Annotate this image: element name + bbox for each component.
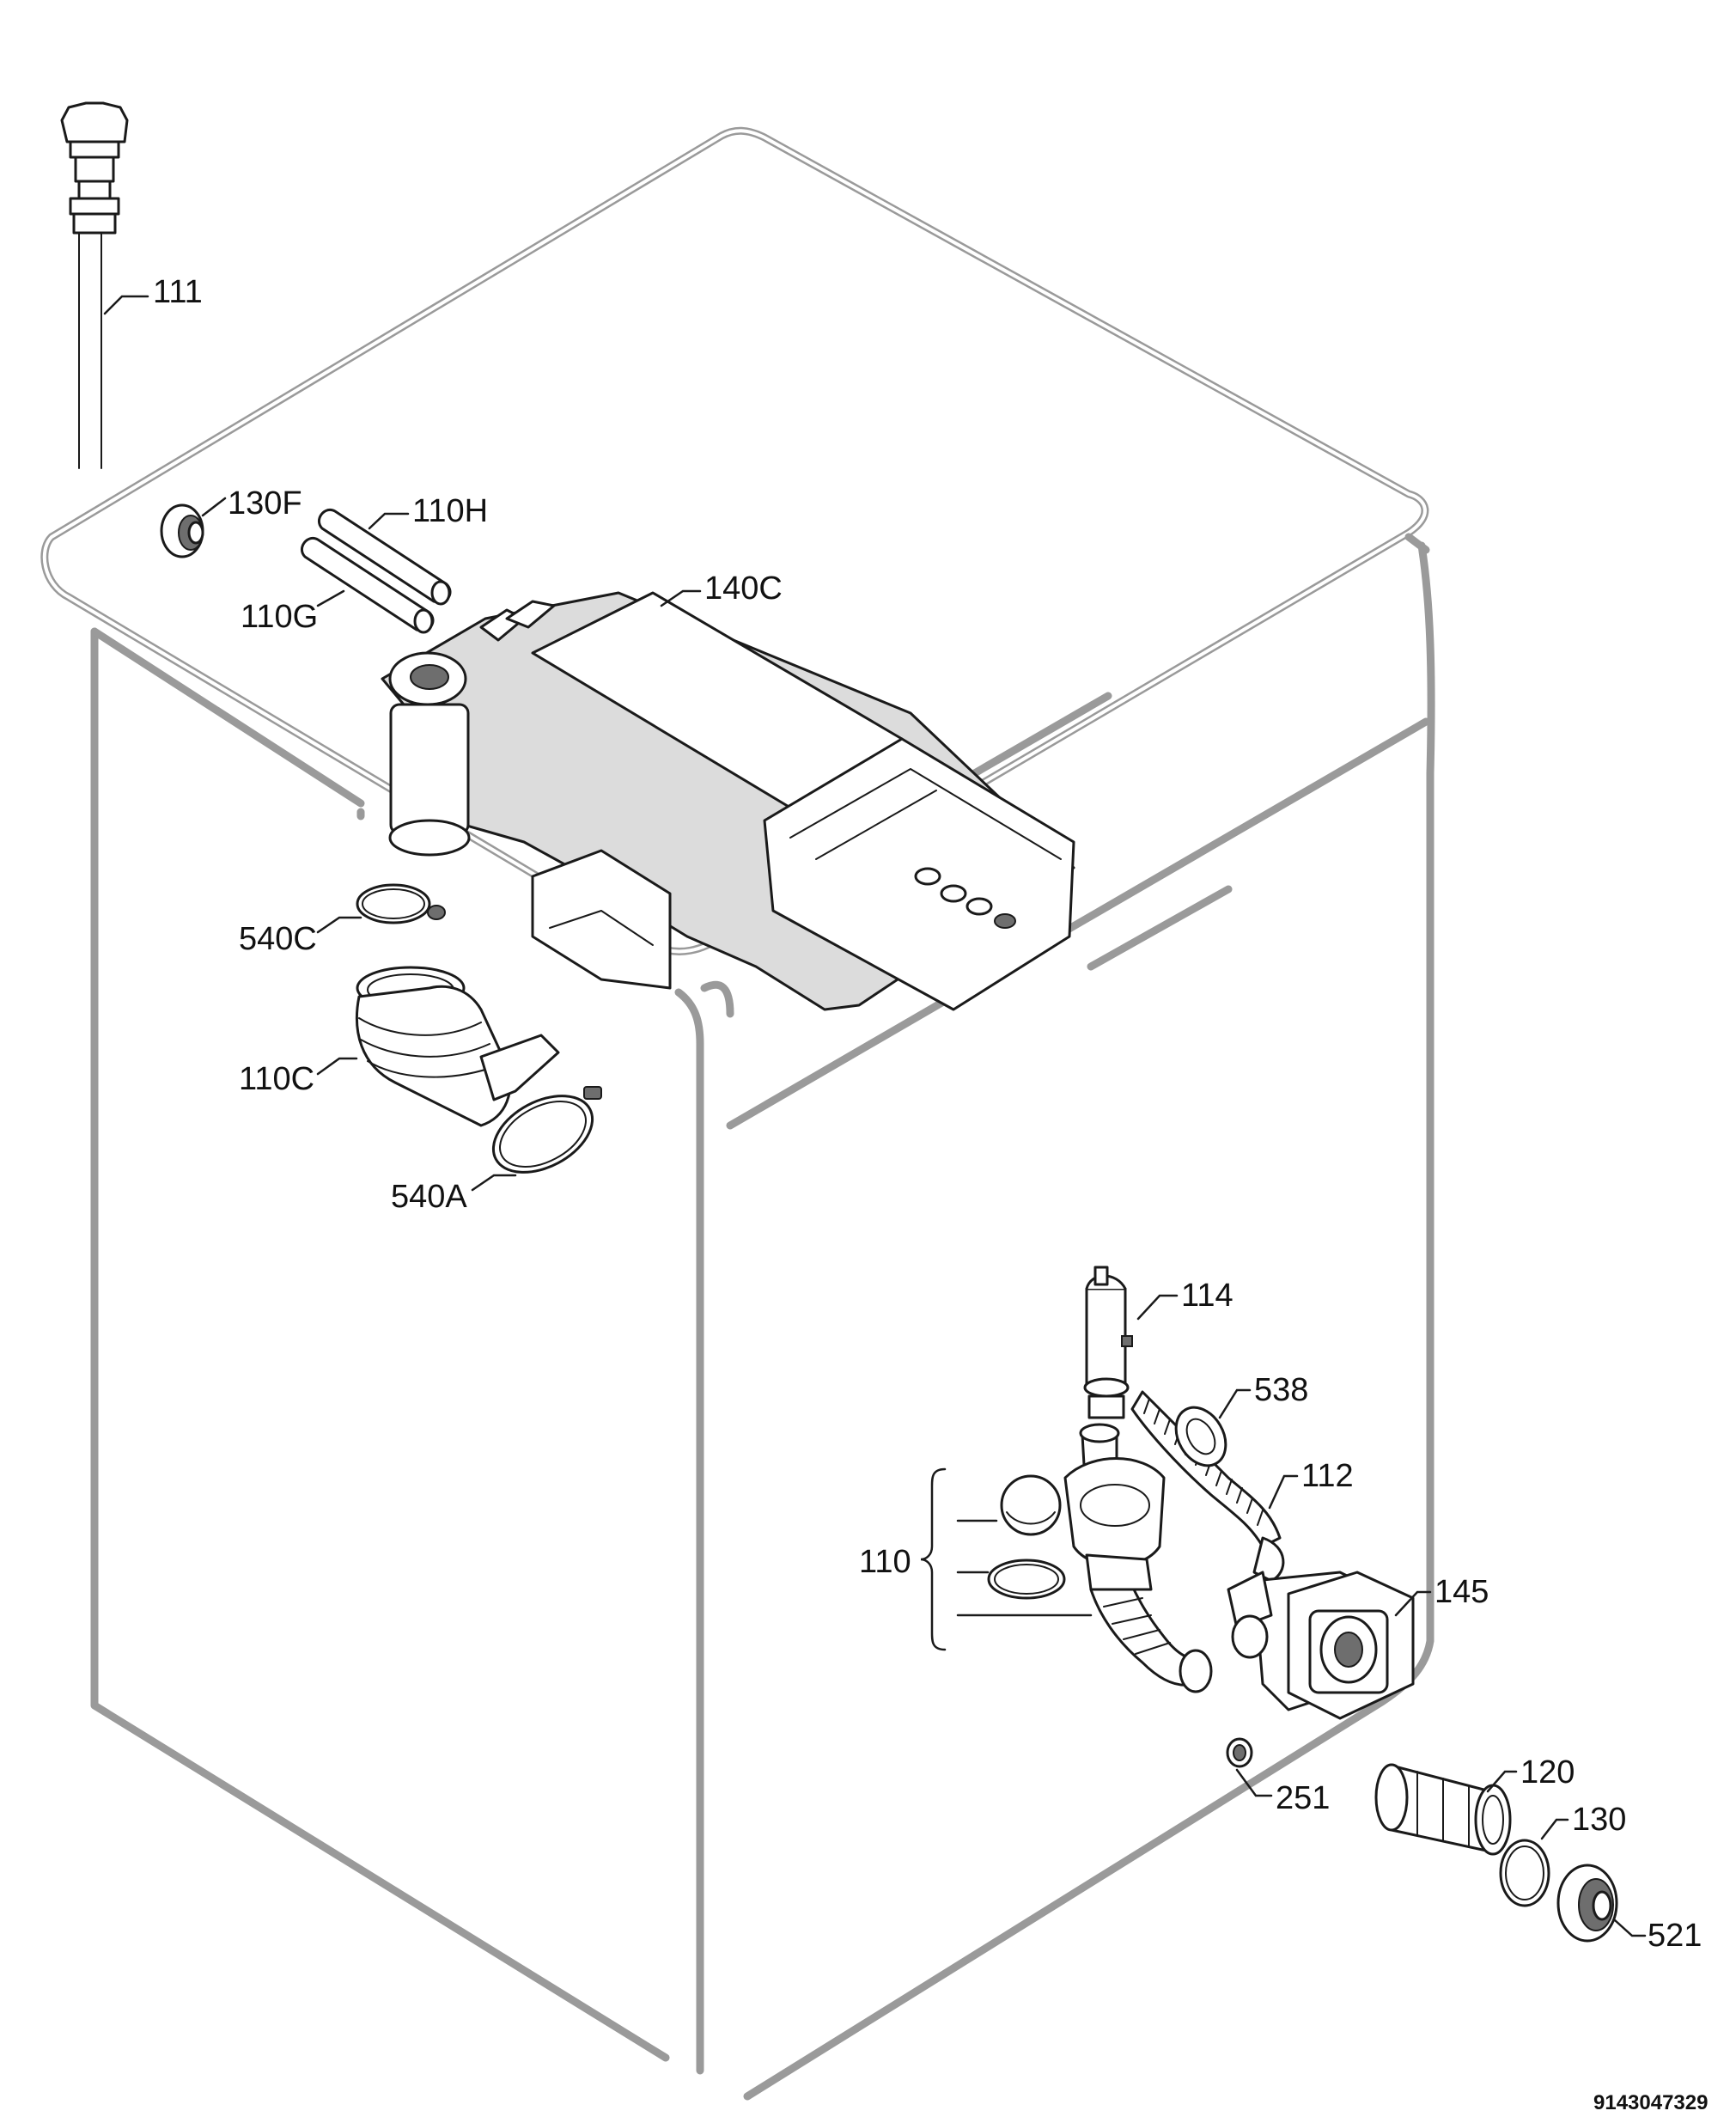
callout-112: 112 (1301, 1458, 1354, 1494)
part-130F-plug (160, 503, 204, 558)
callout-111: 111 (153, 274, 203, 310)
callout-110H: 110H (412, 493, 488, 529)
cabinet-outline (40, 126, 1435, 2101)
part-110C-bellows (356, 966, 560, 1127)
callout-145: 145 (1434, 1574, 1489, 1610)
part-130-gasket (1499, 1839, 1550, 1907)
part-538-112-hose (1130, 1390, 1285, 1583)
callout-110G: 110G (241, 599, 318, 635)
callout-110C: 110C (239, 1061, 314, 1097)
callout-130: 130 (1572, 1802, 1626, 1838)
callout-521: 521 (1648, 1918, 1702, 1954)
part-111-inlet-hose (60, 101, 129, 469)
document-code: 9143047329 (1593, 2091, 1708, 2114)
callout-251: 251 (1276, 1780, 1330, 1816)
part-120-filter (1374, 1763, 1512, 1856)
part-540C-clamp (356, 883, 446, 924)
callout-540C: 540C (239, 921, 317, 957)
callout-110: 110 (859, 1544, 911, 1580)
part-251-small-nut (1226, 1737, 1253, 1768)
part-145-filter-housing (1227, 1571, 1415, 1720)
callout-140C: 140C (704, 570, 783, 607)
callout-114: 114 (1181, 1278, 1233, 1314)
leader-lines (103, 295, 1647, 1937)
part-110H-110G-hoses (300, 508, 452, 634)
callout-130F: 130F (228, 485, 302, 522)
callout-540A: 540A (391, 1179, 467, 1215)
callout-labels: 111 130F 110H 110G 140C 540C 110C 540A 1… (153, 274, 1702, 1954)
part-521-filter-cap (1556, 1864, 1618, 1943)
part-540A-clamp (491, 1086, 602, 1174)
part-140C-dispenser-housing (381, 591, 1075, 1011)
callout-120: 120 (1520, 1754, 1575, 1791)
callout-538: 538 (1254, 1372, 1308, 1408)
part-110-sump-assembly (920, 1423, 1213, 1693)
part-114-air-chamber (1083, 1266, 1133, 1419)
